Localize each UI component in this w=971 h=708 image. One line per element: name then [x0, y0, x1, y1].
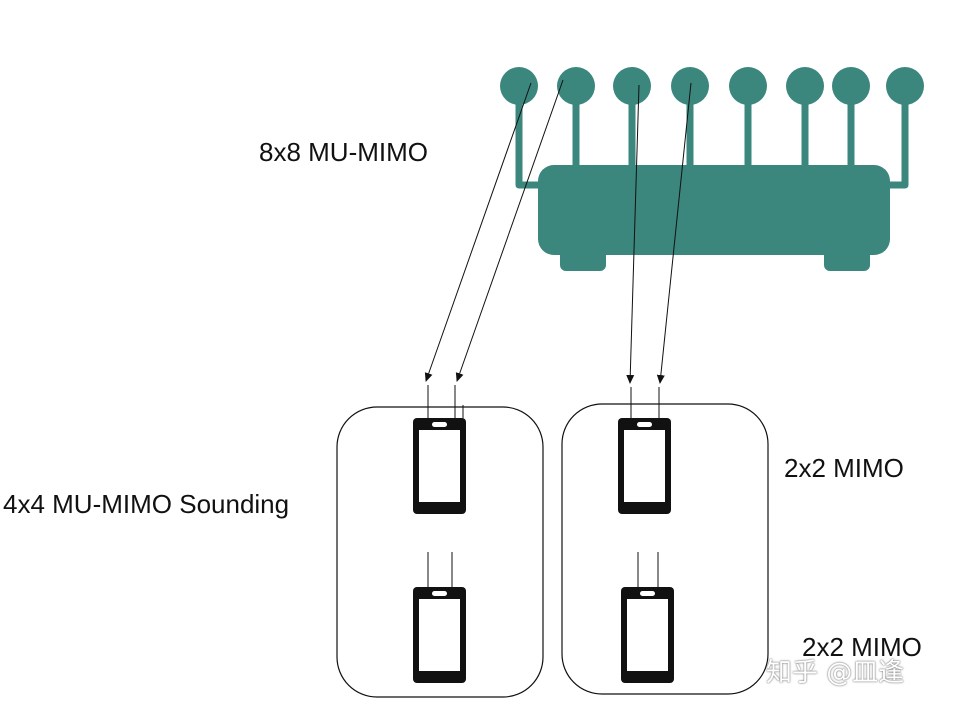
signal-arrows: [424, 79, 692, 384]
group-box-right: [561, 403, 769, 695]
phone-icon: [413, 418, 466, 514]
label-2x2-mimo-lower: 2x2 MIMO: [802, 632, 922, 662]
router-icon: [500, 67, 924, 271]
watermark: 知乎 @皿逢: [766, 658, 905, 688]
phone-antenna-lines: [427, 385, 660, 587]
label-2x2-mimo-upper: 2x2 MIMO: [784, 453, 904, 483]
group-box-left: [336, 406, 544, 698]
phone-icon: [618, 418, 671, 514]
label-8x8-mu-mimo: 8x8 MU-MIMO: [259, 137, 428, 167]
phone-icon: [413, 587, 466, 683]
label-4x4-mu-mimo-sounding: 4x4 MU-MIMO Sounding: [3, 489, 290, 519]
phone-icon: [621, 587, 674, 683]
